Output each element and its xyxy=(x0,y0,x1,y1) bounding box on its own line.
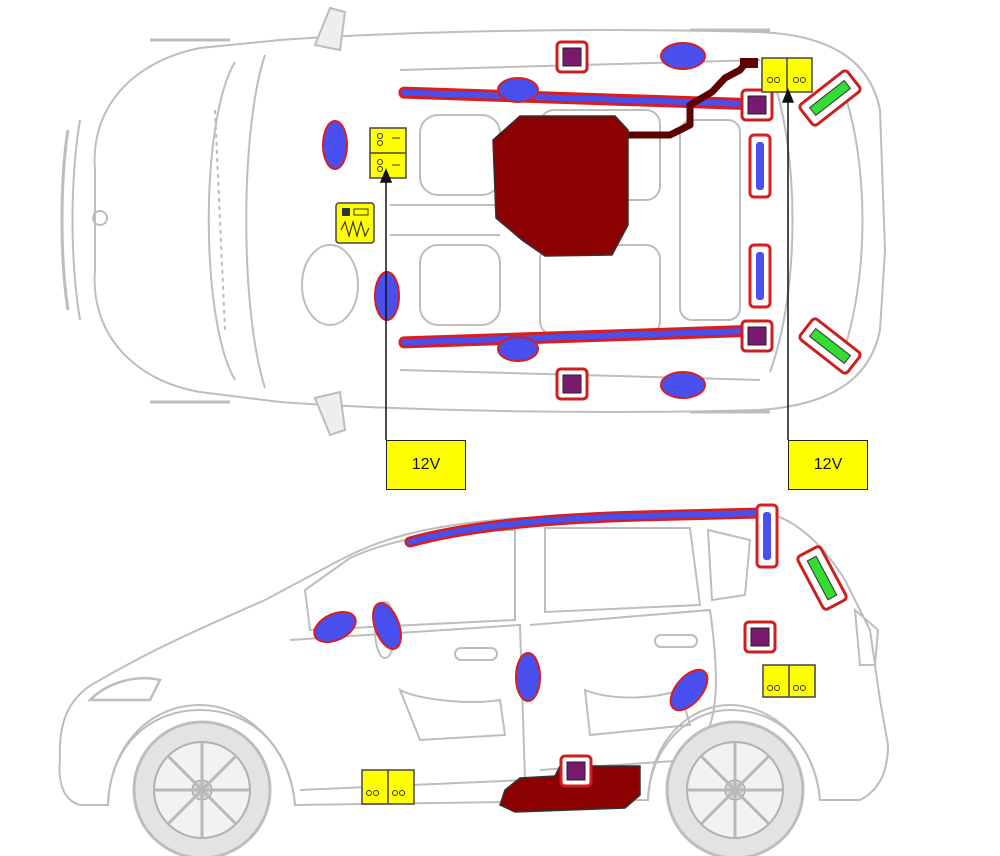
wheel-rear xyxy=(665,720,805,856)
airbag-side-front-lower-icon xyxy=(497,336,539,362)
airbag-side-seat-rear-icon xyxy=(669,668,709,712)
car-side-headlight xyxy=(86,676,162,702)
car-top-body-outline xyxy=(93,29,887,413)
battery-label-rear: 12V xyxy=(788,440,868,490)
car-top-grille xyxy=(60,129,70,311)
curtain-airbag-top-lower xyxy=(398,325,752,349)
gas-strut-top-lower xyxy=(798,317,862,375)
battery-side-front xyxy=(361,769,415,805)
battery-side-rear xyxy=(762,664,816,698)
wheel-front xyxy=(132,720,272,856)
battery-top-front xyxy=(369,127,407,179)
gas-strut-side xyxy=(796,545,848,611)
airbags-side xyxy=(313,602,709,712)
curtain-ends-top xyxy=(748,133,772,309)
battery-top-rear xyxy=(761,57,813,93)
car-side-body-outline xyxy=(58,510,890,807)
car-top-windshield xyxy=(245,54,266,389)
car-top-logo xyxy=(92,210,108,226)
pretensioner-top-1 xyxy=(555,40,589,74)
pretensioners-top xyxy=(555,40,774,401)
car-top-mirror-bottom xyxy=(313,390,347,437)
airbag-side-rear-upper-icon xyxy=(660,42,706,70)
fuel-tank-top-icon xyxy=(492,115,629,257)
airbag-side-dash-icon xyxy=(313,610,357,644)
pretensioner-side-floor xyxy=(559,754,593,788)
car-side-window-quarter xyxy=(706,528,752,602)
pretensioner-top-4 xyxy=(740,319,774,353)
curtain-end-side xyxy=(755,503,779,569)
pretensioner-top-2 xyxy=(555,367,589,401)
airbag-side-seat-front-icon xyxy=(515,652,541,702)
airbag-driver-icon xyxy=(374,271,400,321)
airbag-side-front-upper-icon xyxy=(497,77,539,103)
airbag-passenger-icon xyxy=(322,120,348,170)
car-top-hood-line xyxy=(207,61,236,381)
fuel-line-icon xyxy=(620,57,751,139)
airbag-side-steering-icon xyxy=(372,602,402,650)
pretensioner-top-3 xyxy=(740,88,774,122)
pretensioner-side-rear xyxy=(743,620,777,654)
car-side-taillight xyxy=(853,607,880,666)
fuel-system-top xyxy=(492,57,758,257)
gas-strut-top-upper xyxy=(798,69,862,127)
airbag-side-rear-lower-icon xyxy=(660,371,706,399)
battery-label-front: 12V xyxy=(386,440,466,490)
callout-arrows xyxy=(379,88,795,440)
airbags-top xyxy=(322,42,706,399)
fuel-tank-side-icon xyxy=(499,765,641,813)
car-side-window-rear xyxy=(544,527,702,614)
car-top-mirror-top xyxy=(313,6,347,52)
igniter-icon xyxy=(335,202,375,244)
